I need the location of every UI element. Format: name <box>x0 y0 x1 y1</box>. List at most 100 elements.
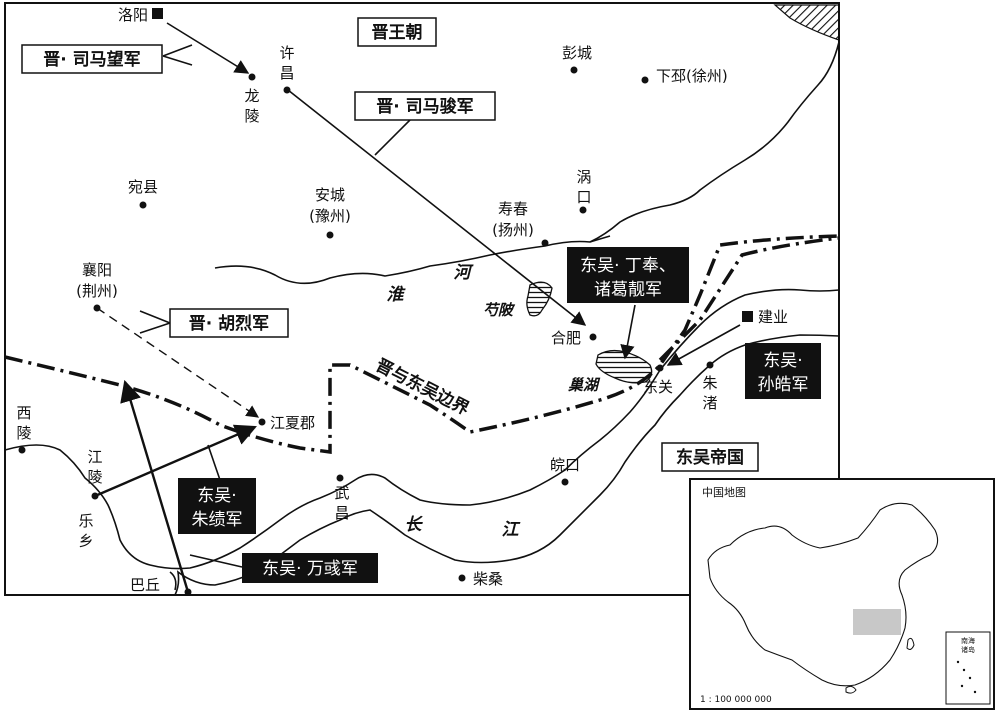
leader-sima-jun <box>374 119 411 156</box>
south-sea-box <box>945 631 991 705</box>
city-dot-shouchun <box>541 239 549 247</box>
route-sima-wang <box>166 22 250 74</box>
jin-wu-border <box>4 234 841 454</box>
army-label-hu-lie: 晋· 胡烈军 <box>189 313 269 334</box>
south-sea-island <box>960 684 964 688</box>
city-label-xiangyang: 襄阳 <box>82 261 112 279</box>
city-dot-xiling <box>18 446 26 454</box>
south-sea-island <box>956 660 960 664</box>
city-label-lexiang-2: 乡 <box>78 532 93 550</box>
city-label-ancheng: 安城 <box>315 186 345 204</box>
city-label-jiangxia: 江夏郡 <box>270 414 315 432</box>
region-label-wu: 东吴帝国 <box>676 447 744 468</box>
river-label-huai: 淮 <box>387 285 407 305</box>
army-label-sima-jun: 晋· 司马骏军 <box>376 96 473 117</box>
city-dot-wankou <box>561 478 569 486</box>
border-label: 晋与东吴边界 <box>372 355 472 420</box>
city-label-xuchang-1: 许 <box>279 44 294 62</box>
city-label-xiapi: 下邳(徐州) <box>656 67 728 85</box>
city-label-dongguan: 东关 <box>643 378 673 396</box>
city-dot-xiapi <box>641 76 649 84</box>
south-sea-island <box>962 668 966 672</box>
route-wan-yu <box>120 379 190 593</box>
city-dot-zhuzhu <box>706 361 714 369</box>
city-label-xiling-1: 西 <box>16 404 31 422</box>
inset-china-map: 中国地图 南海 诸岛 1 : 100 000 000 <box>689 478 995 710</box>
city-label-jiangling-2: 陵 <box>87 468 102 486</box>
city-label-longling-1: 龙 <box>244 87 259 105</box>
city-dot-xuchang <box>283 86 291 94</box>
city-dot-chaisang <box>458 574 466 582</box>
city-dot-baqiu <box>184 588 192 596</box>
route-ding-feng <box>620 304 636 360</box>
region-box-jin <box>357 17 437 47</box>
army-label-ding-feng-line2: 诸葛靓军 <box>594 280 662 300</box>
inset-highlight-region <box>853 609 901 635</box>
city-label-xiangyang-sub: (荆州) <box>76 282 118 300</box>
city-dot-hefei <box>589 333 597 341</box>
route-hu-lie <box>96 307 260 418</box>
army-box-ding-feng <box>567 247 689 303</box>
sea-hatch <box>773 4 840 41</box>
inset-title: 中国地图 <box>702 486 746 499</box>
army-label-zhu-ji-line2: 朱绩军 <box>192 510 243 530</box>
city-dot-jiangxia <box>258 418 266 426</box>
city-label-lexiang-1: 乐 <box>78 512 93 530</box>
city-dot-xiangyang <box>93 304 101 312</box>
shaobei-lake <box>526 281 553 317</box>
city-label-jianye: 建业 <box>758 308 788 326</box>
route-sima-jun <box>287 89 587 326</box>
city-label-ancheng-sub: (豫州) <box>309 207 351 225</box>
city-label-longling-2: 陵 <box>244 107 259 125</box>
army-label-ding-feng-line1: 东吴· 丁奉、 <box>580 256 676 276</box>
hainan-island <box>845 685 857 694</box>
lake-label-shaobei: 芍陂 <box>483 301 516 319</box>
city-label-zhuzhu-2: 渚 <box>702 394 717 412</box>
city-label-wuchang-2: 昌 <box>334 504 349 522</box>
south-sea-label-1: 南海 <box>961 636 975 645</box>
south-sea-label-2: 诸岛 <box>961 645 975 654</box>
city-dot-wuchang <box>336 474 344 482</box>
jin-wu-border-east <box>658 236 840 362</box>
city-label-xuchang-2: 昌 <box>279 64 294 82</box>
army-box-hu-lie <box>169 308 289 338</box>
city-dot-ancheng <box>326 231 334 239</box>
river-label-jiang: 江 <box>502 520 521 540</box>
city-dot-wokou <box>579 206 587 214</box>
army-box-sima-jun <box>354 91 496 121</box>
lake-label-chaohu: 巢湖 <box>567 376 601 394</box>
city-label-wanxian: 宛县 <box>128 178 158 196</box>
army-label-zhu-ji-line1: 东吴· <box>197 486 236 506</box>
south-sea-island <box>968 676 972 680</box>
huai-river <box>214 235 611 285</box>
city-label-shouchun: 寿春 <box>498 200 528 218</box>
route-sun-hao <box>666 324 741 366</box>
city-dot-longling <box>248 73 256 81</box>
army-box-wan-yu <box>242 553 378 583</box>
city-label-shouchun-sub: (扬州) <box>492 221 534 239</box>
city-label-jiangling-1: 江 <box>87 448 102 466</box>
city-label-hefei: 合肥 <box>551 329 581 347</box>
city-label-wuchang-1: 武 <box>334 484 349 502</box>
city-label-chaisang: 柴桑 <box>473 570 503 588</box>
map-frame <box>4 2 840 596</box>
army-label-sun-hao-line1: 东吴· <box>763 351 802 371</box>
city-dot-dongguan <box>656 364 664 372</box>
taiwan-island <box>906 637 915 650</box>
army-box-sima-wang <box>21 44 163 74</box>
leader-hu-lie <box>139 310 171 334</box>
army-label-sima-wang: 晋· 司马望军 <box>43 49 140 70</box>
south-sea-island <box>973 690 977 694</box>
army-label-wan-yu: 东吴· 万彧军 <box>262 559 358 579</box>
capital-marker-jianye <box>742 311 753 322</box>
region-label-jin: 晋王朝 <box>372 22 423 43</box>
river-label-he: 河 <box>454 263 475 283</box>
city-dot-pengcheng <box>570 66 578 74</box>
city-label-zhuzhu-1: 朱 <box>702 374 717 392</box>
region-box-wu <box>661 442 759 472</box>
army-box-zhu-ji <box>178 478 256 534</box>
coastline <box>589 41 840 243</box>
city-dot-wanxian <box>139 201 147 209</box>
inset-scale: 1 : 100 000 000 <box>700 695 772 705</box>
